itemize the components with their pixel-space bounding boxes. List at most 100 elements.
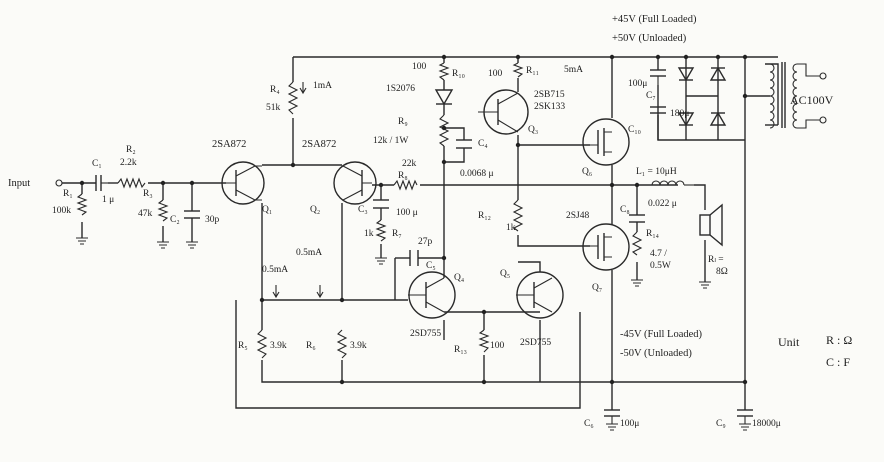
c8-label: C₈	[620, 205, 630, 215]
c2-val-label: 30p	[205, 215, 220, 225]
c1-val-label: 1 μ	[102, 195, 114, 205]
unit-capacitance: C : F	[826, 355, 850, 369]
rl-label: Rₗ =	[708, 255, 724, 265]
r4-label: R₄	[270, 85, 280, 95]
c6-val-label: 100μ	[620, 419, 639, 429]
capacitor-c1	[95, 175, 108, 191]
r9-val-label: 12k / 1W	[373, 136, 408, 146]
c4-label: C₄	[478, 139, 488, 149]
r9-label: R₉	[398, 117, 408, 127]
q7-type-label: 2SJ48	[566, 211, 589, 221]
mosfet-q7	[582, 223, 630, 271]
speaker	[699, 203, 723, 247]
r4-cur-label: 1mA	[313, 81, 332, 91]
r6-val-label: 3.9k	[350, 341, 367, 351]
capacitor-c7	[650, 69, 666, 85]
d1-label: 1S2076	[386, 84, 415, 94]
r6-label: R₆	[306, 341, 316, 351]
r13-val-label: 100	[490, 341, 505, 351]
transistor-q2	[333, 161, 377, 205]
capacitor-c5	[409, 250, 419, 266]
ac-input-label: AC100V	[790, 93, 834, 107]
labels: +45V (Full Loaded) +50V (Unloaded) AC100…	[8, 14, 852, 429]
resistor-r6	[336, 329, 348, 359]
q3-type-label: 2SB715	[534, 90, 565, 100]
c10-label: C₁₀	[628, 125, 641, 135]
cur-q1-label: 0.5mA	[262, 265, 288, 275]
unit-resistance: R : Ω	[826, 333, 852, 347]
supply-pos-unloaded-label: +50V (Unloaded)	[612, 33, 687, 44]
c7-label: C₇	[646, 91, 656, 101]
q3-label: Q₃	[528, 125, 538, 135]
q2-type-label: 2SA872	[302, 139, 336, 150]
r12-label: R₁₂	[478, 211, 491, 221]
mosfet-q6	[582, 118, 630, 166]
c6-label: C₆	[584, 419, 594, 429]
capacitor-c10	[650, 106, 666, 114]
r11-cur-label: 5mA	[564, 65, 583, 75]
r14-w-label: 0.5W	[650, 261, 671, 271]
capacitor-c3	[373, 199, 389, 209]
cur-q2-label: 0.5mA	[296, 248, 322, 258]
r11-label: R₁₁	[526, 66, 539, 76]
supply-pos-full-label: +45V (Full Loaded)	[612, 14, 697, 25]
resistor-r7	[375, 219, 387, 242]
r14-label: R₁₄	[646, 229, 659, 239]
r4-val-label: 51k	[266, 103, 281, 113]
r10-val-label: 100	[412, 62, 427, 72]
capacitor-c9	[737, 409, 753, 424]
capacitor-c2	[184, 210, 200, 219]
q5-label: Q₅	[500, 269, 510, 279]
q1-label: Q₁	[262, 205, 272, 215]
r11-val-label: 100	[488, 69, 503, 79]
r7-val-label: 1k	[364, 229, 374, 239]
q7-label: Q₇	[592, 283, 602, 293]
rl-val-label: 8Ω	[716, 267, 728, 277]
resistor-r2	[117, 177, 146, 189]
r1-val-label: 100k	[52, 206, 71, 216]
resistor-r1	[76, 193, 88, 216]
q4-type-label: 2SD755	[410, 329, 441, 339]
c3-label: C₃	[358, 205, 368, 215]
transistor-q4	[408, 271, 456, 319]
q6-label: Q₆	[582, 167, 592, 177]
resistor-r10	[438, 62, 450, 81]
r3-val-label: 47k	[138, 209, 153, 219]
resistor-r9	[438, 114, 450, 147]
capacitor-c4	[456, 139, 472, 149]
c10-val-label: 180μ	[670, 109, 689, 119]
supply-neg-full-label: -45V (Full Loaded)	[620, 329, 703, 340]
c5-label: C₅	[426, 261, 436, 271]
resistor-r4	[287, 81, 299, 115]
r5-label: R₅	[238, 341, 248, 351]
resistor-r12	[512, 199, 524, 232]
resistor-r14	[631, 231, 643, 256]
unit-title: Unit	[778, 335, 800, 349]
ground-symbols	[76, 237, 751, 431]
transistor-q1	[221, 161, 265, 205]
c8-val-label: 0.022 μ	[648, 199, 677, 209]
r8-label: R₈	[398, 171, 408, 181]
diode-d1	[434, 89, 454, 106]
r2-label: R₂	[126, 145, 136, 155]
c5-val-label: 27p	[418, 237, 433, 247]
capacitor-c8	[629, 214, 645, 223]
current-arrows	[272, 82, 324, 299]
resistor-r13	[478, 329, 490, 353]
resistor-r11	[512, 62, 524, 78]
transistor-q3	[478, 89, 529, 135]
l1-label: L₁ = 10μH	[636, 167, 677, 177]
resistor-r8	[393, 179, 418, 191]
r1-label: R₁	[63, 189, 73, 199]
c9-val-label: 18000μ	[752, 419, 781, 429]
q2-label: Q₂	[310, 205, 320, 215]
transformer	[769, 62, 827, 129]
capacitor-c6	[604, 409, 620, 424]
r10-label: R₁₀	[452, 69, 465, 79]
r5-val-label: 3.9k	[270, 341, 287, 351]
input-terminal	[55, 179, 63, 187]
supply-neg-unloaded-label: -50V (Unloaded)	[620, 348, 692, 359]
r2-val-label: 2.2k	[120, 158, 137, 168]
inductor-l1	[651, 180, 694, 186]
